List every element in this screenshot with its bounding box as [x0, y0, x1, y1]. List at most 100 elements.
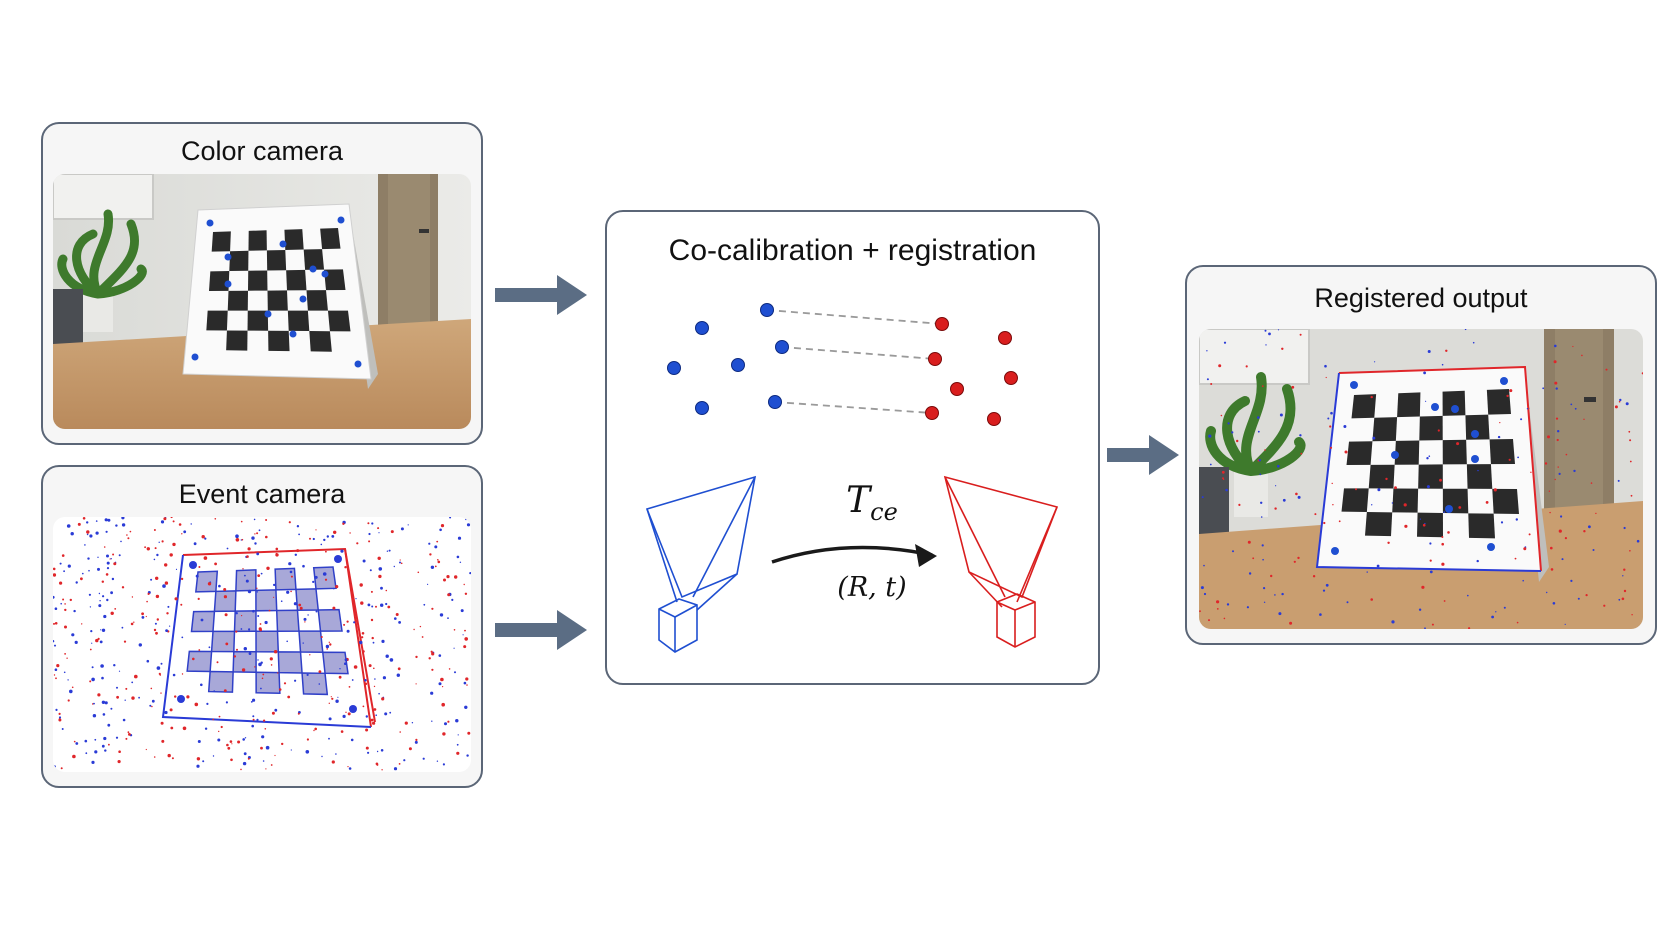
- event-dot: [1265, 344, 1267, 346]
- event-dot: [339, 668, 341, 670]
- event-dot: [1221, 470, 1225, 474]
- checker-square: [301, 672, 329, 696]
- event-dot: [1622, 575, 1624, 577]
- event-dot: [256, 591, 258, 593]
- event-dot: [302, 642, 304, 644]
- event-dot: [362, 650, 365, 653]
- event-dot: [53, 595, 55, 599]
- event-dot: [370, 618, 374, 622]
- event-dot: [448, 668, 451, 670]
- transform-label: Tce: [846, 480, 898, 527]
- event-dot: [286, 590, 290, 594]
- event-dot: [61, 728, 64, 730]
- event-dot: [361, 632, 365, 635]
- checker-square: [309, 331, 332, 352]
- event-dot: [1517, 456, 1519, 459]
- event-dot: [1203, 564, 1205, 567]
- event-dot: [231, 743, 233, 745]
- checker-square: [255, 589, 278, 612]
- event-dot: [429, 553, 432, 556]
- event-dot: [1447, 531, 1450, 534]
- event-dot: [1370, 395, 1373, 399]
- event-dot: [415, 738, 418, 741]
- event-dot: [382, 676, 386, 680]
- event-dot: [289, 570, 293, 574]
- event-dot: [117, 760, 121, 764]
- event-dot: [1550, 546, 1553, 550]
- event-dot: [1557, 466, 1559, 468]
- arrow-event-to-center: [495, 610, 587, 650]
- event-dot: [305, 750, 310, 754]
- event-dot: [66, 524, 71, 528]
- event-dot: [89, 606, 92, 608]
- event-dot: [1274, 507, 1277, 510]
- event-dot: [376, 763, 379, 766]
- event-dot: [203, 556, 208, 560]
- event-dot: [365, 715, 368, 718]
- event-dot: [181, 673, 184, 675]
- event-dot: [1248, 572, 1252, 575]
- event-dot: [1617, 479, 1620, 482]
- event-dot: [320, 543, 323, 546]
- event-dot: [1343, 425, 1347, 428]
- event-dot: [369, 569, 372, 572]
- event-dot: [118, 554, 121, 557]
- event-dot: [1281, 592, 1284, 596]
- event-dot: [1323, 521, 1326, 525]
- event-dot: [454, 575, 458, 579]
- event-dot: [1346, 601, 1349, 604]
- event-dot: [266, 566, 270, 570]
- event-dot: [256, 587, 258, 589]
- event-dot: [438, 682, 442, 686]
- event-dot: [160, 520, 165, 524]
- event-dot: [373, 667, 375, 670]
- event-dot: [456, 751, 460, 755]
- event-dot: [430, 650, 433, 653]
- event-dot: [265, 535, 268, 539]
- event-dot: [216, 661, 219, 664]
- event-dot: [275, 553, 279, 557]
- event-dot: [164, 563, 168, 567]
- event-dot: [131, 681, 134, 684]
- event-dot: [404, 721, 408, 725]
- event-dot: [1493, 488, 1497, 492]
- event-dot: [326, 648, 329, 650]
- event-dot: [380, 586, 383, 590]
- event-dot: [75, 581, 78, 584]
- event-dot: [469, 572, 471, 575]
- event-dot: [217, 738, 221, 742]
- event-dot: [1314, 513, 1317, 516]
- event-dot: [431, 720, 433, 722]
- event-dot: [451, 598, 454, 601]
- event-dot: [93, 702, 95, 705]
- event-dot: [431, 607, 434, 610]
- event-dot: [434, 565, 437, 568]
- event-dot: [439, 613, 444, 617]
- event-dot: [437, 560, 441, 564]
- checker-square: [226, 330, 248, 351]
- event-dot: [240, 768, 242, 771]
- color-camera-image: [53, 174, 471, 429]
- event-dot: [269, 657, 273, 661]
- event-dot: [459, 561, 462, 563]
- checker-square: [1417, 512, 1443, 538]
- event-dot: [265, 519, 268, 521]
- event-dot: [114, 608, 117, 610]
- event-dot: [218, 584, 221, 588]
- event-dot: [1372, 436, 1376, 440]
- event-dot: [1428, 455, 1431, 457]
- event-dot: [1508, 458, 1511, 461]
- event-dot: [1625, 402, 1629, 406]
- event-dot: [294, 553, 297, 556]
- event-dot: [256, 718, 259, 721]
- event-dot: [58, 716, 62, 719]
- event-dot: [1377, 488, 1381, 492]
- event-dot: [138, 643, 142, 647]
- event-dot: [233, 655, 237, 658]
- checker-square: [267, 290, 288, 311]
- event-dot: [204, 537, 207, 540]
- event-dot: [151, 699, 155, 703]
- event-dot: [169, 553, 173, 557]
- event-dot: [214, 562, 218, 566]
- event-dot: [1509, 389, 1513, 393]
